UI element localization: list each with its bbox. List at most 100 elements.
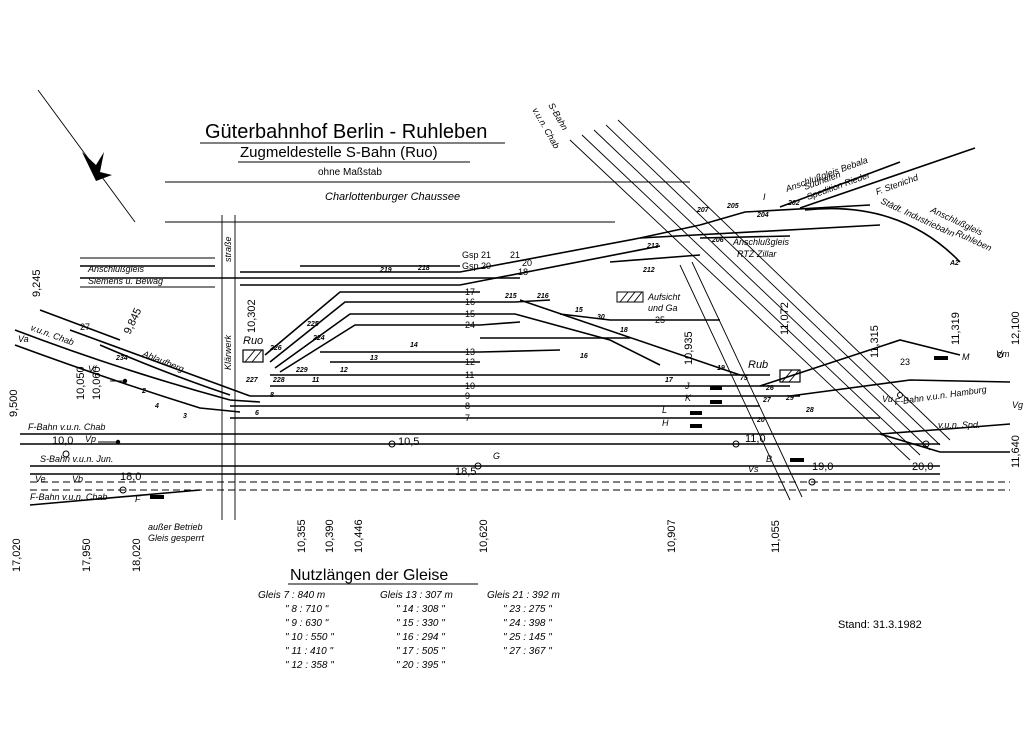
switch-number: 206: [711, 237, 724, 244]
km-label: 12,100: [1010, 311, 1022, 345]
km-label: 10,0: [52, 435, 73, 447]
track-number-labels: 27 21 20 18 17 16 15 24 13 12 11 10 9 8 …: [80, 250, 910, 423]
km-label: 10,060: [91, 366, 103, 400]
km-label: 18,0: [120, 471, 141, 483]
km-label: 10,390: [324, 519, 336, 553]
signal-label: L: [662, 405, 667, 415]
switch-number: 12: [340, 367, 348, 374]
signal-box-ruo: [242, 349, 264, 363]
track-number: 12: [465, 357, 475, 367]
switch-number: A2: [949, 260, 959, 267]
label-rtz-zillar: RTZ Zillar: [737, 249, 777, 259]
track-number: 23: [900, 357, 910, 367]
signal-label: Vp: [85, 434, 96, 444]
km-label: 10,302: [246, 299, 258, 333]
km-label: 18,5: [455, 466, 476, 478]
label-ausser-betrieb: außer Betrieb: [148, 522, 203, 532]
switch-number: 227: [245, 377, 259, 384]
switch-number: 8: [270, 392, 274, 399]
table-cell: " 16 : 294 ": [396, 632, 445, 643]
switch-number: 75: [740, 375, 748, 382]
switch-number-labels: 219 218 213 212 207 205 204 202 206 215 …: [115, 200, 959, 424]
table-cell: Gleis 21 : 392 m: [487, 590, 560, 601]
label-fbahn-chab: F-Bahn v.u.n. Chab: [28, 422, 105, 432]
km-label: 11,640: [1010, 435, 1022, 468]
table-cell: " 25 : 145 ": [503, 632, 552, 643]
km-label: 10,5: [398, 436, 419, 448]
switch-number: 225: [306, 321, 319, 328]
signal-label: G: [493, 451, 500, 461]
label-siemens: Siemens u. Bewag: [88, 276, 163, 286]
km-label: 10,355: [296, 519, 308, 553]
track-number: 27: [80, 322, 90, 332]
label-ruo: Ruo: [243, 335, 263, 347]
scale-note: ohne Maßstab: [318, 167, 382, 178]
signal-label: Vs: [748, 464, 759, 474]
signal-label: M: [962, 352, 970, 362]
switch-number: 215: [504, 293, 517, 300]
km-label: 10,935: [683, 331, 695, 365]
sbahn-bridge: [569, 119, 951, 501]
switch-number: 14: [410, 342, 418, 349]
label-gleis-gesperrt: Gleis gesperrt: [148, 533, 205, 543]
label-anschluss-siemens: Anschlußgleis: [87, 264, 145, 274]
switch-number: 226: [269, 345, 282, 352]
table-cell: Gleis 7 : 840 m: [258, 590, 325, 601]
track-number: 15: [465, 309, 475, 319]
usable-length-table: Gleis 7 : 840 m Gleis 13 : 307 m Gleis 2…: [258, 590, 560, 671]
switch-number: 2: [141, 388, 146, 395]
switch-number: 3: [183, 413, 187, 420]
km-label: 11,072: [779, 302, 791, 335]
km-label: 19,0: [812, 461, 833, 473]
table-cell: " 11 : 410 ": [285, 646, 334, 657]
switch-number: 18: [620, 327, 628, 334]
km-label: 11,0: [745, 433, 766, 445]
label-und-ga: und Ga: [648, 303, 678, 313]
table-cell: " 8 : 710 ": [285, 604, 329, 615]
switch-number: 28: [805, 407, 814, 414]
track-number: 20: [522, 258, 532, 268]
km-label: 20,0: [912, 461, 933, 473]
label-fbahn-hamburg: F-Bahn v.u.n. Hamburg: [894, 384, 987, 407]
label-sbahn-jun: S-Bahn v.u.n. Jun.: [40, 454, 113, 464]
table-cell: " 20 : 395 ": [396, 660, 445, 671]
signal-label: Gsp 21: [462, 250, 491, 260]
track-number: 11: [465, 370, 474, 380]
signal-label: I: [763, 192, 766, 202]
switch-number: 216: [536, 293, 549, 300]
signal-box-rub: [779, 369, 801, 383]
switch-number: 6: [255, 410, 259, 417]
signal-labels: Va Vf Ve Vb F Vm M Vu Vg Vs B G J K L H …: [18, 192, 1023, 504]
signal-label: Vb: [72, 474, 83, 484]
signal-label: Va: [18, 334, 29, 344]
switch-number: 30: [597, 314, 605, 321]
km-label: 10,907: [666, 519, 678, 553]
north-arrow-icon: [37, 89, 136, 223]
signal-label: Vm: [996, 349, 1010, 359]
table-cell: " 9 : 630 ": [285, 618, 329, 629]
signal-label: F: [135, 494, 141, 504]
km-label: 17,020: [11, 538, 23, 572]
aufsicht-building: [616, 291, 644, 303]
track-number: 8: [465, 401, 470, 411]
street-label: straße: [223, 236, 233, 262]
km-label: 9,245: [31, 269, 43, 297]
switch-number: 218: [417, 265, 430, 272]
track-number: 10: [465, 381, 475, 391]
yard-tracks: [230, 291, 1011, 419]
switch-number: 207: [696, 207, 710, 214]
table-cell: " 10 : 550 ": [285, 632, 334, 643]
label-aufsicht: Aufsicht: [647, 292, 681, 302]
signal-label: Ve: [35, 474, 46, 484]
track-number: 21: [510, 250, 520, 260]
page-subtitle: Zugmeldestelle S-Bahn (Ruo): [240, 144, 438, 161]
table-cell: " 14 : 308 ": [396, 604, 445, 615]
switch-number: 213: [646, 243, 659, 250]
signal-icon: [98, 352, 1003, 499]
switch-number: 13: [370, 355, 378, 362]
switch-number: 202: [787, 200, 800, 207]
km-label: 11,055: [770, 520, 782, 553]
label-vun-spd: v.u.n. Spd.: [938, 420, 980, 430]
switch-number: 19: [717, 365, 725, 372]
switch-number: 228: [272, 377, 285, 384]
